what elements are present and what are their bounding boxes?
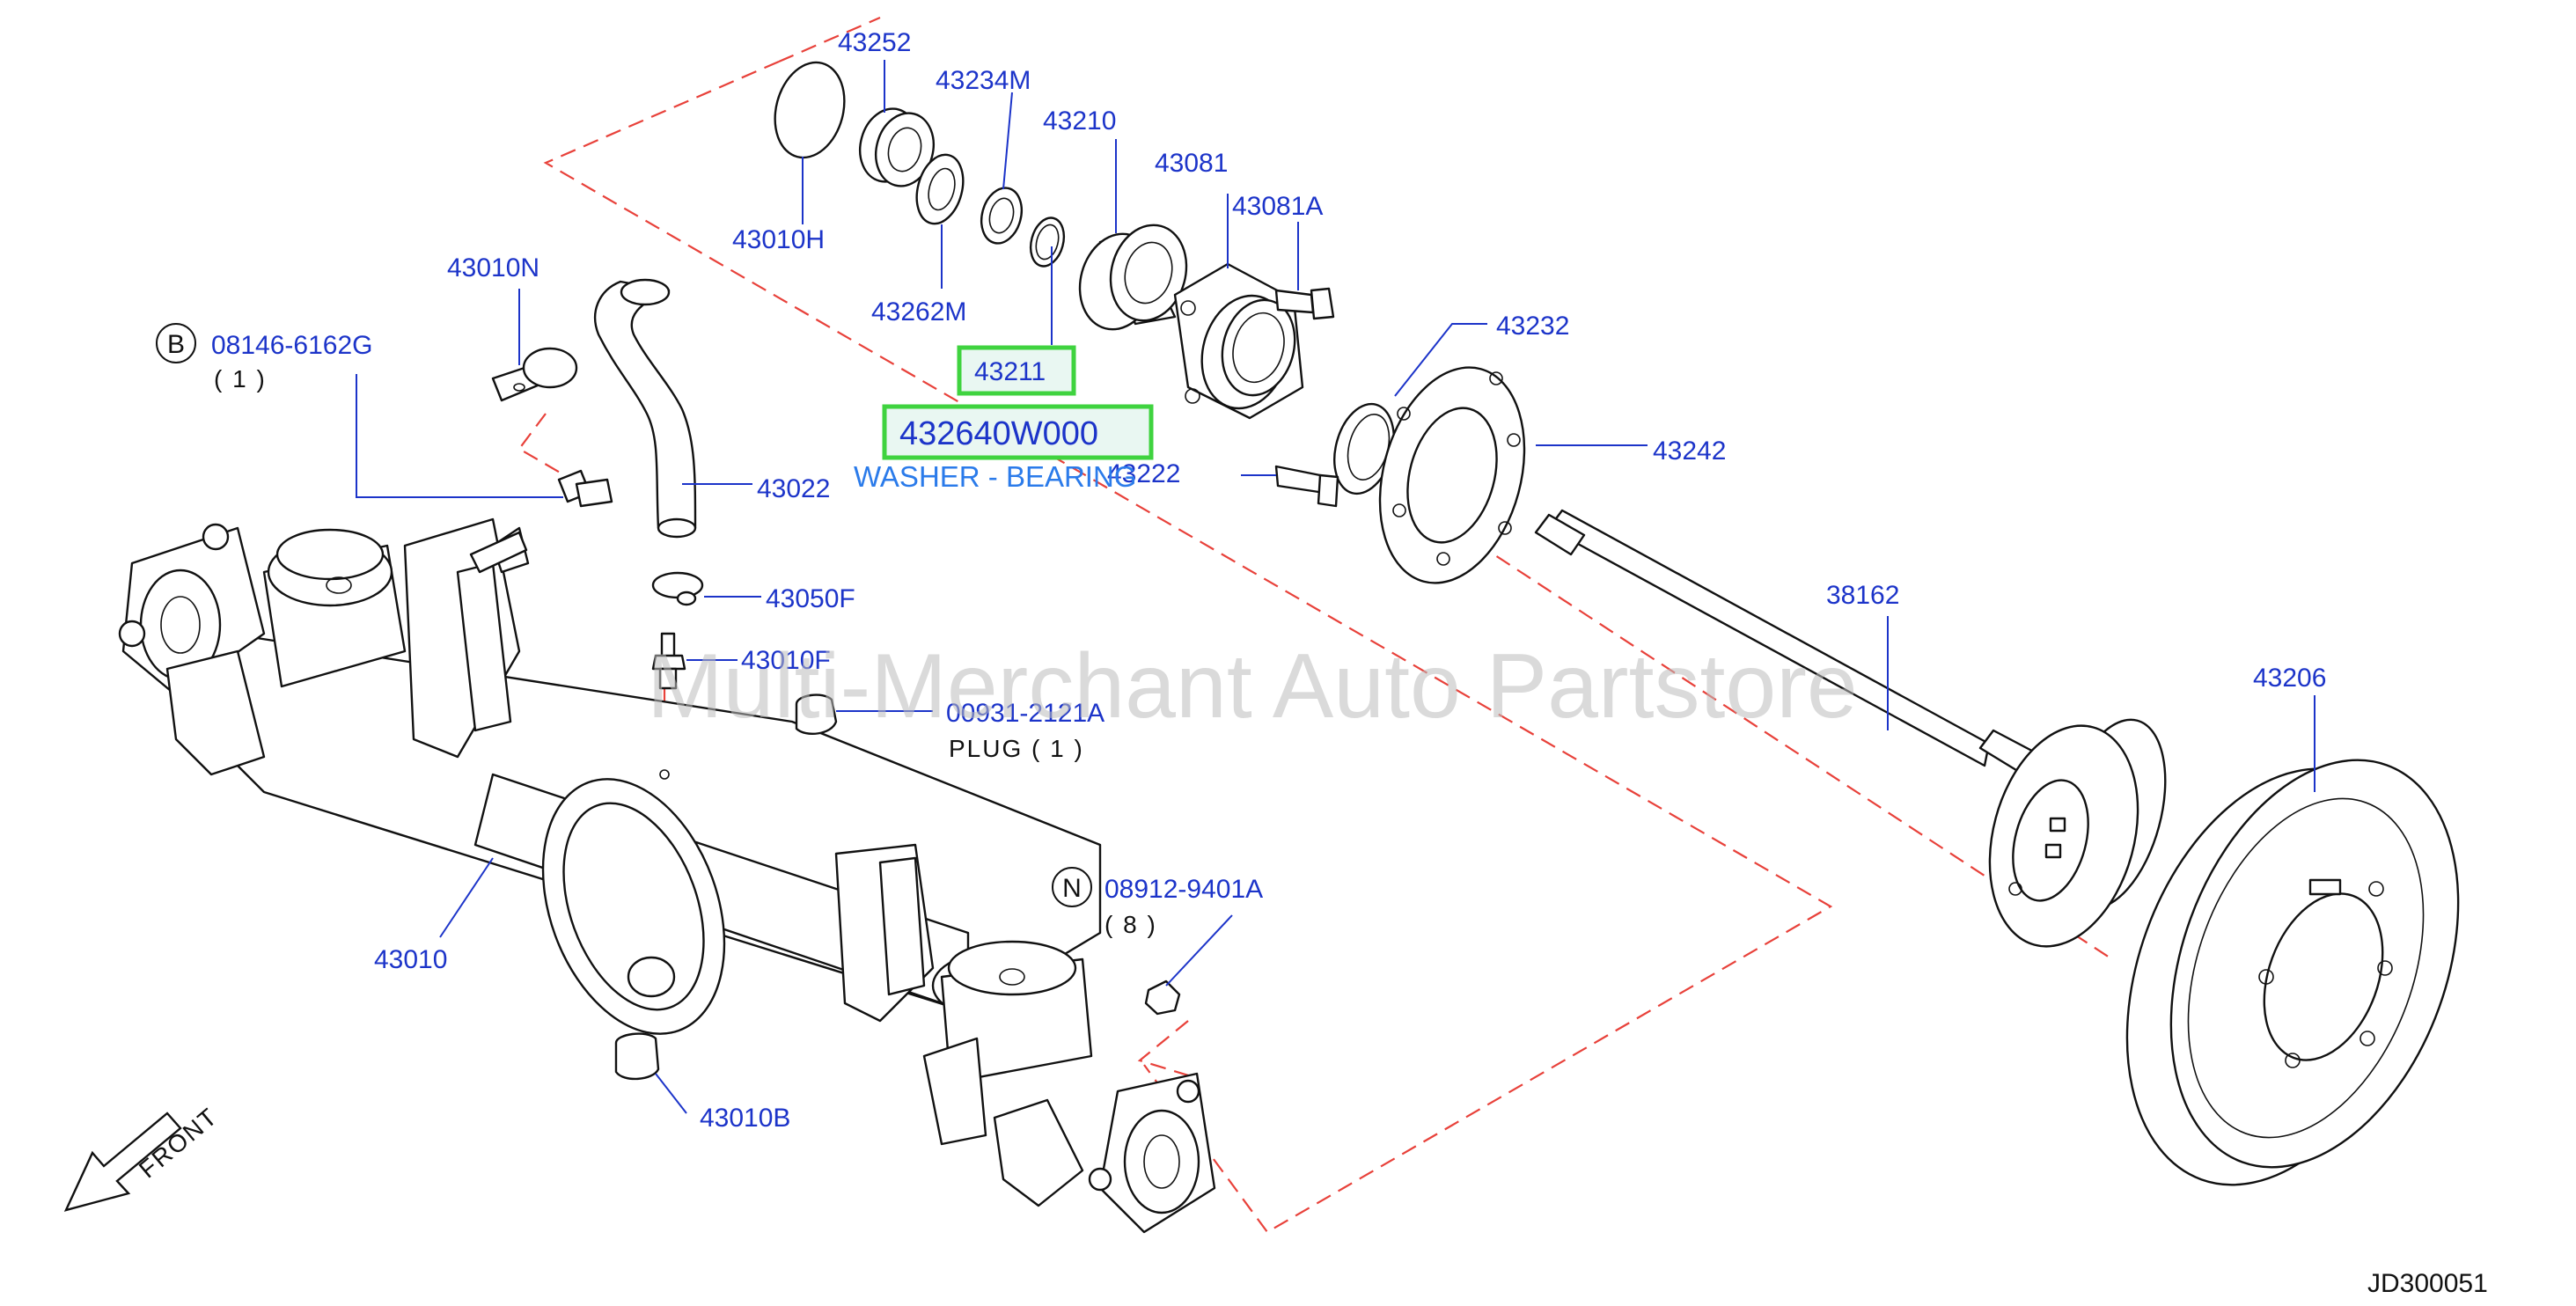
label-43262m[interactable]: 43262M: [871, 297, 966, 326]
axle-shaft-drawing: [1534, 509, 2167, 948]
nut-qty: ( 8 ): [1105, 911, 1157, 938]
label-38162[interactable]: 38162: [1826, 581, 1899, 610]
axle-housing-drawing: [118, 517, 1216, 1234]
svg-text:B: B: [167, 330, 185, 359]
label-43010b[interactable]: 43010B: [700, 1104, 790, 1133]
label-08912-9401a[interactable]: 08912-9401A: [1105, 875, 1263, 904]
breather-hose-drawing: [491, 278, 1181, 1081]
part-labels: 43252 43234M 43210 43081 43081A 43010H 4…: [211, 28, 2326, 1133]
label-43222[interactable]: 43222: [1107, 459, 1180, 488]
label-43050f[interactable]: 43050F: [766, 584, 855, 613]
label-43081a[interactable]: 43081A: [1232, 192, 1323, 221]
bolt-qty: ( 1 ): [214, 365, 267, 393]
label-43206[interactable]: 43206: [2253, 664, 2326, 693]
brake-drum-drawing: [2125, 759, 2460, 1186]
label-43242[interactable]: 43242: [1653, 437, 1726, 466]
nut-symbol-n: N: [1052, 867, 1092, 907]
label-43010h[interactable]: 43010H: [732, 225, 825, 254]
diagram-code: JD300051: [2367, 1269, 2488, 1298]
label-43234m[interactable]: 43234M: [936, 66, 1031, 95]
highlight-part-number[interactable]: 432640W000: [899, 415, 1098, 452]
label-43022[interactable]: 43022: [757, 474, 830, 503]
label-43232[interactable]: 43232: [1496, 312, 1569, 341]
label-43252[interactable]: 43252: [838, 28, 911, 57]
label-43211[interactable]: 43211: [974, 357, 1046, 386]
plug-note: PLUG ( 1 ): [949, 735, 1084, 762]
svg-text:N: N: [1062, 874, 1082, 903]
label-43210[interactable]: 43210: [1043, 106, 1116, 136]
label-00931-2121a[interactable]: 00931-2121A: [946, 699, 1105, 728]
front-arrow-icon: [63, 1112, 182, 1212]
highlight-43211[interactable]: 43211: [957, 345, 1076, 396]
leader-lines: [356, 60, 2315, 1114]
bolt-symbol-b: B: [156, 323, 196, 363]
label-08146-6162g[interactable]: 08146-6162G: [211, 331, 373, 360]
label-43081[interactable]: 43081: [1155, 149, 1228, 178]
watermark: Multi-Merchant Auto Partstore: [647, 635, 1858, 737]
label-43010[interactable]: 43010: [374, 945, 447, 974]
highlight-432640w000[interactable]: 432640W000: [882, 404, 1154, 460]
label-43010f[interactable]: 43010F: [741, 646, 831, 675]
bearing-stack-drawing: [774, 61, 1526, 584]
label-43010n[interactable]: 43010N: [447, 253, 539, 282]
highlight-description: WASHER - BEARING: [854, 460, 1136, 493]
